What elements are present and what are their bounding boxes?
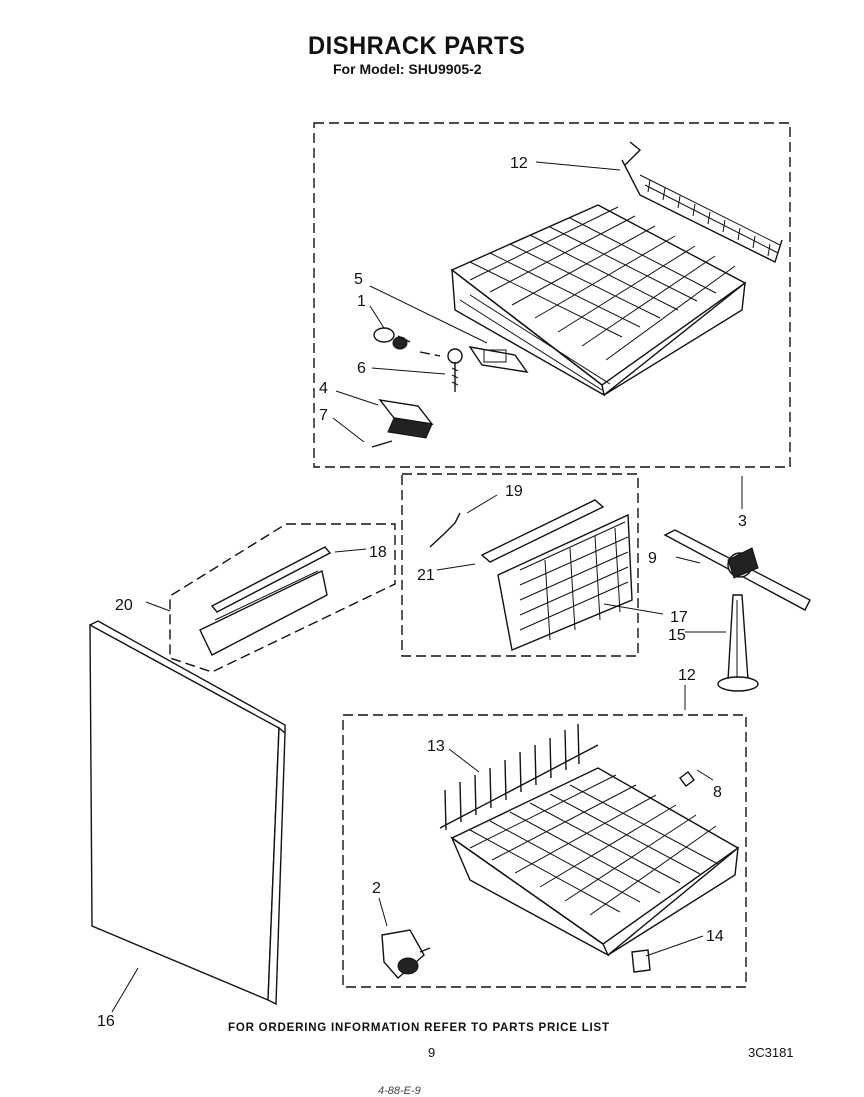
ordering-note: FOR ORDERING INFORMATION REFER TO PARTS … <box>228 1022 610 1034</box>
leader-lines <box>111 161 743 1013</box>
callout-6: 6 <box>357 360 366 377</box>
trim-group-box <box>169 523 396 673</box>
lower-rack <box>450 767 740 957</box>
callout-1: 1 <box>357 293 366 310</box>
silverware-basket-group-box <box>401 473 639 657</box>
callout-16: 16 <box>97 1013 115 1030</box>
trim-parts <box>199 546 332 656</box>
upper-rack-group-box <box>313 122 791 468</box>
callout-8: 8 <box>713 784 722 801</box>
callout-14: 14 <box>706 928 724 945</box>
handwritten-code: 4-88-E-9 <box>378 1085 421 1097</box>
callout-4: 4 <box>319 380 328 397</box>
page-title: DISHRACK PARTS <box>308 32 526 60</box>
tine-row <box>439 723 599 831</box>
callout-7: 7 <box>319 407 328 424</box>
callout-15: 15 <box>668 627 686 644</box>
page-number: 9 <box>428 1045 436 1060</box>
spray-arm <box>663 529 811 611</box>
drawing-number: 3C3181 <box>748 1045 794 1060</box>
callout-18: 18 <box>369 544 387 561</box>
rack-adjuster-parts <box>371 327 529 448</box>
cup-shelf <box>621 141 783 263</box>
callout-9: 9 <box>648 550 657 567</box>
callout-20: 20 <box>115 597 133 614</box>
callout-21: 21 <box>417 567 435 584</box>
callout-13: 13 <box>427 738 445 755</box>
callout-3: 3 <box>738 513 747 530</box>
callout-2: 2 <box>372 880 381 897</box>
lower-rack-group-box <box>342 714 747 988</box>
callout-17: 17 <box>670 609 688 626</box>
callout-5: 5 <box>354 271 363 288</box>
silverware-basket <box>429 499 633 651</box>
door-panel <box>89 620 286 1006</box>
upper-rack <box>450 204 747 397</box>
callout-19: 19 <box>505 483 523 500</box>
small-lower-parts <box>381 771 695 979</box>
callout-12: 12 <box>678 667 696 684</box>
spray-tower <box>717 594 759 692</box>
callout-10: 12 <box>510 155 528 172</box>
model-subtitle: For Model: SHU9905-2 <box>333 61 482 77</box>
